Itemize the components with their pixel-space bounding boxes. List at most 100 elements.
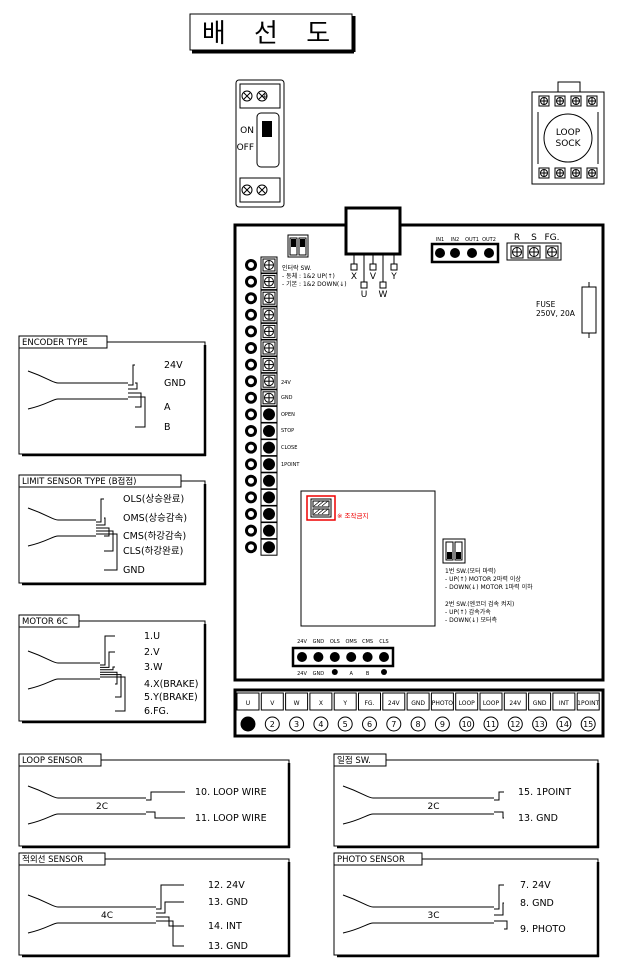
strip-label: U bbox=[246, 700, 250, 707]
strip-label: INT bbox=[559, 700, 569, 707]
wire-label: OLS(상승완료) bbox=[123, 494, 184, 505]
strip-number: 6 bbox=[367, 720, 372, 729]
transformer-u-label: U bbox=[361, 290, 368, 300]
left-terminal-column bbox=[245, 256, 278, 556]
left-term-24v: 24V bbox=[281, 380, 291, 386]
loop-sock-label-1: LOOP bbox=[556, 128, 581, 138]
loop-sock-label-2: SOCK bbox=[556, 139, 582, 149]
power-fg-label: FG. bbox=[544, 233, 559, 243]
wire-label: 4.X(BRAKE) bbox=[144, 679, 198, 690]
wire-label: 13. GND bbox=[208, 897, 248, 908]
left-term-open: OPEN bbox=[281, 412, 295, 418]
strip-number: 1 bbox=[245, 720, 250, 729]
wire-label: CLS(하강완료) bbox=[123, 545, 183, 557]
wire-label: 3.W bbox=[144, 662, 163, 673]
wire-label: 14. INT bbox=[208, 921, 242, 932]
limit-sensor-box: LIMIT SENSOR TYPE (B접점) OLS(상승완료) OMS(상승감속… bbox=[18, 474, 207, 586]
svg-text:⊕: ⊕ bbox=[262, 93, 267, 100]
cable-core-label: 2C bbox=[427, 802, 439, 812]
wire-label: OMS(상승감속) bbox=[123, 512, 187, 524]
wire-label: GND bbox=[164, 378, 186, 389]
loop-socket: LOOP SOCK bbox=[531, 81, 605, 185]
fuse-label: FUSE bbox=[536, 300, 556, 309]
sw-note-2: - UP(↑) MOTOR 2마력 이상 bbox=[445, 575, 521, 583]
breaker-off-label: OFF bbox=[237, 143, 254, 153]
io-out1-label: OUT1 bbox=[465, 237, 479, 243]
wire-label: A bbox=[164, 402, 171, 413]
sensor-conn-top-label: 24V bbox=[297, 639, 307, 645]
sw-note-3: - DOWN(↓) MOTOR 1마력 이하 bbox=[445, 583, 533, 591]
terminal-strip: U1V2W3X4Y5FG.624V7GND8PHOTO9LOOP10LOOP11… bbox=[233, 688, 605, 738]
strip-label: 24V bbox=[388, 700, 401, 707]
cable-core-label: 2C bbox=[96, 802, 108, 812]
sensor-conn-bottom-label: B bbox=[366, 671, 370, 677]
io-out2-label: OUT2 bbox=[482, 237, 496, 243]
wire-label: B bbox=[164, 422, 171, 433]
strip-number: 12 bbox=[510, 720, 520, 729]
left-term-gnd: GND bbox=[281, 395, 293, 401]
ir-sensor-box-title: 적외선 SENSOR bbox=[22, 854, 83, 865]
strip-label: 24V bbox=[509, 700, 522, 707]
sensor-conn-top-label: OLS bbox=[330, 639, 340, 645]
strip-label: LOOP bbox=[459, 700, 476, 707]
strip-number: 7 bbox=[391, 720, 396, 729]
left-term-close: CLOSE bbox=[281, 445, 297, 451]
sensor-conn-top-label: CMS bbox=[362, 639, 373, 645]
interlock-note-title: 인터락 SW. bbox=[282, 264, 312, 272]
transformer-y-label: Y bbox=[390, 272, 397, 282]
io-in2-label: IN2 bbox=[451, 237, 459, 243]
interlock-note-line2: - 기본 : 1&2 DOWN(↓) bbox=[282, 280, 347, 288]
strip-number: 11 bbox=[486, 720, 496, 729]
strip-label: V bbox=[270, 700, 275, 707]
wire-label: 11. LOOP WIRE bbox=[195, 813, 267, 824]
strip-label: LOOP bbox=[483, 700, 500, 707]
page-title: 배 선 도 bbox=[202, 19, 340, 49]
strip-label: W bbox=[294, 700, 300, 707]
sensor-conn-top-label: GND bbox=[313, 639, 325, 645]
fuse-rating: 250V, 20A bbox=[536, 309, 576, 318]
wire-label: 1.U bbox=[144, 631, 160, 642]
warning-label: ※ 조작금지 bbox=[337, 511, 368, 520]
strip-number: 3 bbox=[294, 720, 299, 729]
photo-sensor-box-title: PHOTO SENSOR bbox=[337, 855, 405, 865]
strip-label: PHOTO bbox=[432, 700, 454, 707]
transformer-x-label: X bbox=[351, 272, 357, 282]
strip-label: FG. bbox=[364, 700, 374, 707]
strip-label: Y bbox=[342, 700, 347, 707]
breaker-on-label: ON bbox=[240, 126, 254, 136]
transformer-w-label: W bbox=[379, 290, 388, 300]
wire-label: 13. GND bbox=[208, 941, 248, 952]
wire-label: 5.Y(BRAKE) bbox=[144, 692, 198, 703]
interlock-dip-switch bbox=[287, 234, 309, 258]
limit-sensor-box-title: LIMIT SENSOR TYPE (B접점) bbox=[22, 476, 136, 487]
strip-number: 2 bbox=[270, 720, 275, 729]
strip-number: 10 bbox=[462, 720, 472, 729]
left-term-1point: 1POINT bbox=[281, 462, 300, 468]
strip-number: 5 bbox=[343, 720, 348, 729]
strip-label: GND bbox=[533, 700, 547, 707]
sensor-conn-top-label: OMS bbox=[345, 639, 356, 645]
sw-note-5: - UP(↑) 감속가속 bbox=[445, 608, 491, 616]
strip-label: X bbox=[319, 700, 323, 707]
inner-module bbox=[300, 490, 436, 627]
wire-label: 6.FG. bbox=[144, 706, 169, 717]
loop-sensor-box-title: LOOP SENSOR bbox=[22, 756, 83, 766]
strip-number: 8 bbox=[416, 720, 421, 729]
motor-dip-switch bbox=[442, 538, 466, 564]
sensor-conn-top-label: CLS bbox=[379, 639, 388, 645]
cable-core-label: 4C bbox=[101, 911, 113, 921]
motor-box: MOTOR 6C1.U2.V3.W4.X(BRAKE)5.Y(BRAKE)6.F… bbox=[18, 614, 207, 724]
cable-core-label: 3C bbox=[427, 911, 439, 921]
wire-label: 8. GND bbox=[520, 898, 554, 909]
wire-label: CMS(하강감속) bbox=[123, 530, 186, 542]
transformer-v-label: V bbox=[370, 272, 377, 282]
strip-number: 14 bbox=[559, 720, 569, 729]
warning-dip-frame bbox=[306, 495, 336, 521]
motor-box-title: MOTOR 6C bbox=[22, 617, 68, 627]
